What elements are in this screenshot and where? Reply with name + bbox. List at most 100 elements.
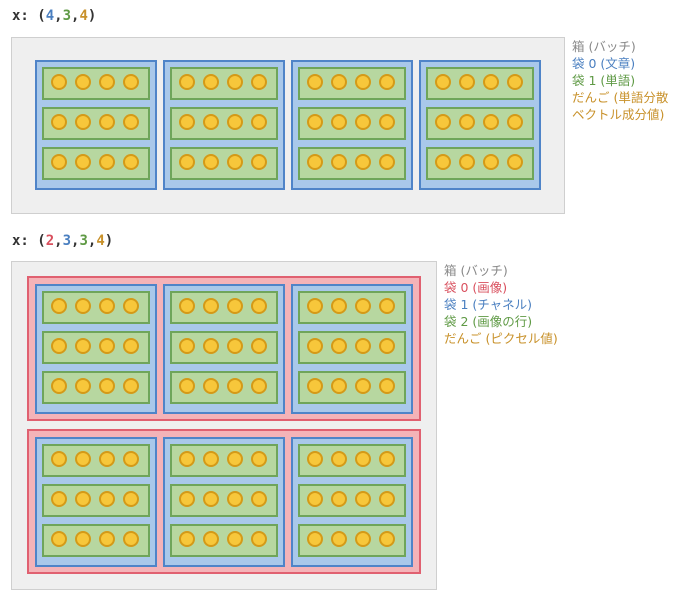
- legend-1: 箱 (バッチ) 袋 0 (文章) 袋 1 (単語) だんご (単語分散 ベクトル…: [572, 38, 668, 123]
- dango-icon: [251, 531, 267, 547]
- dango-icon: [331, 338, 347, 354]
- legend-item: 袋 0 (画像): [444, 280, 508, 295]
- dango-icon: [379, 74, 395, 90]
- legend-item: 袋 1 (チャネル): [444, 297, 533, 312]
- dango-icon: [251, 154, 267, 170]
- dango-icon: [99, 491, 115, 507]
- dango-icon: [203, 531, 219, 547]
- dango-icon: [51, 531, 67, 547]
- dango-icon: [331, 531, 347, 547]
- legend-item: 箱 (バッチ): [444, 263, 508, 278]
- dango-icon: [307, 491, 323, 507]
- dango-icon: [355, 451, 371, 467]
- dango-icon: [459, 154, 475, 170]
- dango-icon: [227, 451, 243, 467]
- dango-icon: [251, 451, 267, 467]
- dango-icon: [435, 74, 451, 90]
- dango-icon: [379, 298, 395, 314]
- dango-icon: [99, 531, 115, 547]
- dango-icon: [379, 338, 395, 354]
- dango-icon: [227, 338, 243, 354]
- dim-value: 4: [79, 8, 88, 24]
- dango-icon: [179, 298, 195, 314]
- dango-icon: [379, 531, 395, 547]
- green-bag: [42, 331, 150, 364]
- dango-icon: [179, 491, 195, 507]
- dango-icon: [123, 338, 139, 354]
- dango-icon: [179, 154, 195, 170]
- dango-icon: [251, 491, 267, 507]
- dango-icon: [75, 298, 91, 314]
- dango-icon: [99, 451, 115, 467]
- dango-icon: [75, 531, 91, 547]
- dango-icon: [75, 114, 91, 130]
- dango-icon: [123, 491, 139, 507]
- dango-icon: [203, 338, 219, 354]
- dango-icon: [51, 338, 67, 354]
- dango-icon: [355, 298, 371, 314]
- shape-label-prefix: x: (: [12, 8, 46, 24]
- dango-icon: [179, 74, 195, 90]
- dango-icon: [251, 378, 267, 394]
- dango-icon: [75, 451, 91, 467]
- dango-icon: [51, 74, 67, 90]
- dango-icon: [99, 298, 115, 314]
- dango-icon: [331, 114, 347, 130]
- shape-label-suffix: ): [87, 8, 97, 24]
- dango-icon: [123, 154, 139, 170]
- dango-icon: [459, 114, 475, 130]
- dango-icon: [123, 74, 139, 90]
- dango-icon: [203, 378, 219, 394]
- legend-item: だんご (単語分散: [572, 90, 669, 105]
- dango-icon: [123, 531, 139, 547]
- dango-icon: [379, 378, 395, 394]
- legend-2: 箱 (バッチ) 袋 0 (画像) 袋 1 (チャネル) 袋 2 (画像の行) だ…: [444, 262, 558, 347]
- dango-icon: [203, 154, 219, 170]
- dango-icon: [203, 451, 219, 467]
- dango-icon: [251, 114, 267, 130]
- dango-icon: [51, 378, 67, 394]
- dango-icon: [331, 451, 347, 467]
- dango-icon: [179, 338, 195, 354]
- dim-value: 4: [96, 233, 105, 249]
- dango-icon: [307, 338, 323, 354]
- dango-icon: [51, 491, 67, 507]
- dango-icon: [203, 491, 219, 507]
- dango-icon: [379, 491, 395, 507]
- dim-value: 3: [62, 233, 72, 249]
- dango-icon: [435, 114, 451, 130]
- dango-icon: [355, 74, 371, 90]
- dango-icon: [203, 114, 219, 130]
- dango-icon: [307, 378, 323, 394]
- dango-icon: [123, 114, 139, 130]
- dim-value: 2: [45, 233, 55, 249]
- legend-item: だんご (ピクセル値): [444, 331, 558, 346]
- dango-icon: [227, 298, 243, 314]
- dango-icon: [307, 298, 323, 314]
- dango-icon: [379, 451, 395, 467]
- dango-icon: [51, 114, 67, 130]
- dango-icon: [435, 154, 451, 170]
- dim-value: 3: [62, 8, 72, 24]
- dango-icon: [307, 451, 323, 467]
- dango-icon: [51, 298, 67, 314]
- dango-icon: [203, 74, 219, 90]
- dango-icon: [123, 451, 139, 467]
- dango-icon: [483, 154, 499, 170]
- dango-icon: [75, 74, 91, 90]
- dango-icon: [99, 378, 115, 394]
- dim-value: 3: [79, 233, 88, 249]
- dango-icon: [355, 154, 371, 170]
- dango-icon: [227, 531, 243, 547]
- dango-icon: [99, 74, 115, 90]
- legend-item: 袋 2 (画像の行): [444, 314, 533, 329]
- dango-icon: [251, 74, 267, 90]
- dango-icon: [331, 154, 347, 170]
- dango-icon: [99, 114, 115, 130]
- dango-icon: [75, 338, 91, 354]
- dango-icon: [123, 298, 139, 314]
- dango-icon: [507, 154, 523, 170]
- dango-icon: [227, 491, 243, 507]
- dango-icon: [307, 74, 323, 90]
- dango-icon: [227, 74, 243, 90]
